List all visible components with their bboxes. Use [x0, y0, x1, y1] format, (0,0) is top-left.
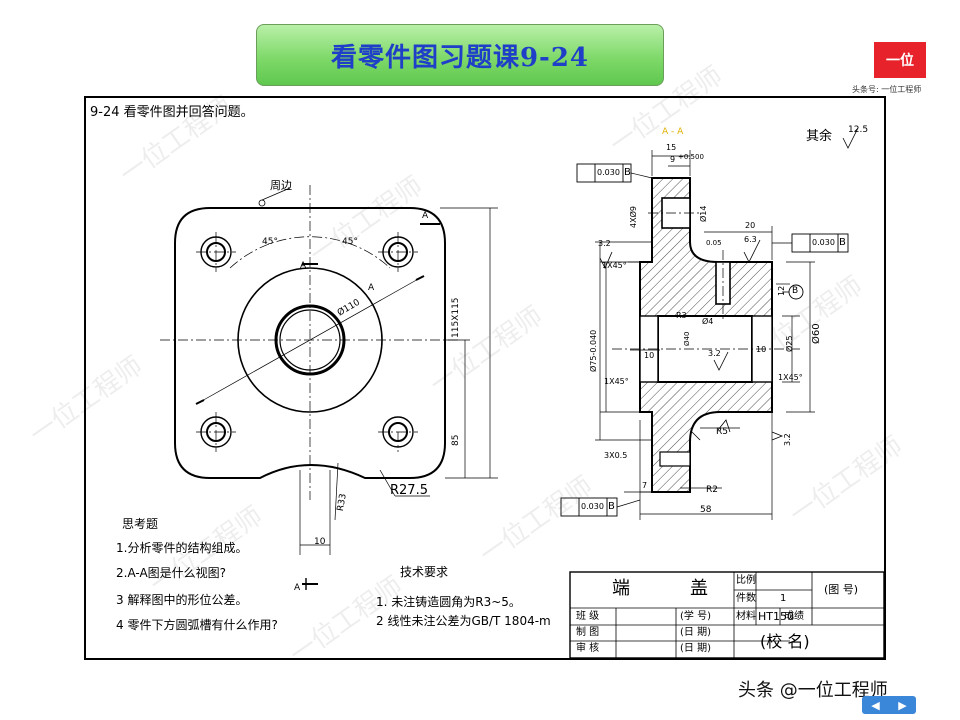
title-block-grid: [569, 571, 885, 659]
brand-logo: 一位: [874, 42, 926, 78]
dim-r5: R5: [716, 427, 728, 437]
next-slide-icon[interactable]: ▶: [898, 698, 907, 712]
dim-0-05: 0.05: [706, 239, 722, 247]
dim-58: 58: [700, 505, 712, 515]
dim-dia-25: Ø25: [785, 335, 794, 352]
dim-dia-14: Ø14: [699, 205, 708, 222]
dim-15: 15: [666, 143, 677, 152]
roughness-6-3: 6.3: [744, 235, 757, 244]
questions-heading: 思考题: [122, 517, 159, 531]
cut-mark-diag: A: [368, 283, 375, 293]
roughness-3-2-a: 3.2: [598, 239, 611, 248]
dim-dia-75: Ø75-0.040: [589, 329, 598, 372]
dim-dia-4: Ø4: [702, 317, 714, 326]
dim-85: 85: [451, 434, 461, 446]
dim-r27: R27.5: [390, 483, 428, 498]
roughness-3-2-c: 3.2: [783, 433, 792, 446]
dim-10: 10: [314, 537, 326, 547]
dim-10-left: 10: [644, 351, 655, 360]
dim-groove: 3X0.5: [604, 451, 628, 460]
checked-label: 审 核: [576, 643, 600, 654]
tolerance-value-1: 0.030: [597, 168, 620, 177]
school-name: (校 名): [760, 632, 810, 651]
drawing-no: (图 号): [824, 583, 859, 596]
tech-item: 2 线性未注公差为GB/T 1804-m: [376, 614, 551, 628]
qty-value: 1: [780, 593, 787, 604]
cut-mark-right: A: [422, 211, 429, 221]
cut-mark-bottom: A: [294, 583, 301, 593]
footer-credit: 头条 @一位工程师: [738, 680, 888, 701]
dim-7: 7: [642, 481, 648, 490]
dim-20: 20: [745, 221, 756, 230]
section-label: A - A: [662, 127, 684, 137]
tech-item: 1. 未注铸造圆角为R3~5。: [376, 595, 521, 609]
part-name-1: 端: [612, 578, 630, 599]
chamfer-3: 1X45°: [778, 373, 803, 382]
prev-slide-icon[interactable]: ◀: [871, 698, 880, 712]
flange-outline: [174, 207, 446, 479]
question-item: 4 零件下方圆弧槽有什么作用?: [116, 618, 278, 632]
cut-mark-top: A: [300, 261, 307, 271]
date-1: (日 期): [680, 627, 711, 638]
dim-9-tolerance: +0.500: [678, 153, 704, 161]
problem-statement: 9-24 看零件图并回答问题。: [90, 105, 254, 120]
question-item: 1.分析零件的结构组成。: [116, 541, 248, 555]
student-no: (学 号): [680, 611, 711, 622]
drawing-sheet: [84, 96, 886, 660]
rest-roughness-value: 12.5: [848, 125, 869, 135]
dim-12: 12: [777, 285, 786, 296]
center-lines: [160, 185, 460, 500]
dim-dia-60: Ø60: [811, 323, 822, 344]
qty-label: 件数: [736, 593, 756, 604]
angle-left: 45°: [262, 237, 278, 247]
dim-dia-40: Ø40: [683, 331, 691, 346]
page-title: 看零件图习题课9-24: [330, 42, 590, 73]
slide-nav[interactable]: ◀ ▶: [862, 696, 916, 714]
perimeter-label: 周边: [270, 179, 292, 192]
chamfer-1: 1X45°: [602, 261, 627, 270]
roughness-3-2-b: 3.2: [708, 349, 721, 358]
angle-right: 45°: [342, 237, 358, 247]
drawn-label: 制 图: [576, 627, 600, 638]
datum-letter: B: [792, 286, 799, 296]
tech-heading: 技术要求: [400, 565, 449, 579]
scale-label: 比例: [736, 575, 756, 586]
part-name-2: 盖: [690, 578, 708, 599]
grade-label: 成绩: [784, 611, 804, 622]
chamfer-2: 1X45°: [604, 377, 629, 386]
question-item: 2.A-A图是什么视图?: [116, 566, 227, 580]
datum-ref-3: B: [608, 501, 615, 512]
material-value: HT150: [758, 610, 794, 623]
dim-10-right: 10: [756, 345, 767, 354]
class-label: 班 级: [576, 611, 600, 622]
dim-115: 115X115: [451, 297, 461, 338]
question-item: 3 解释图中的形位公差。: [116, 593, 248, 607]
datum-ref-1: B: [624, 167, 631, 178]
rest-roughness: 其余: [806, 129, 833, 144]
material-label: 材料: [736, 611, 756, 622]
section-dimensions: [595, 150, 815, 520]
date-2: (日 期): [680, 643, 711, 654]
tolerance-value-2: 0.030: [812, 238, 835, 247]
dim-r2: R2: [706, 485, 718, 495]
tolerance-value-3: 0.030: [581, 502, 604, 511]
title-banner: 看零件图习题课9-24: [256, 24, 664, 86]
dim-r3: R3: [676, 311, 687, 320]
dim-9: 9: [670, 155, 676, 164]
datum-ref-2: B: [839, 237, 846, 248]
dim-4x9: 4XØ9: [629, 206, 638, 228]
brand-subtitle: 头条号: 一位工程师: [852, 85, 922, 94]
